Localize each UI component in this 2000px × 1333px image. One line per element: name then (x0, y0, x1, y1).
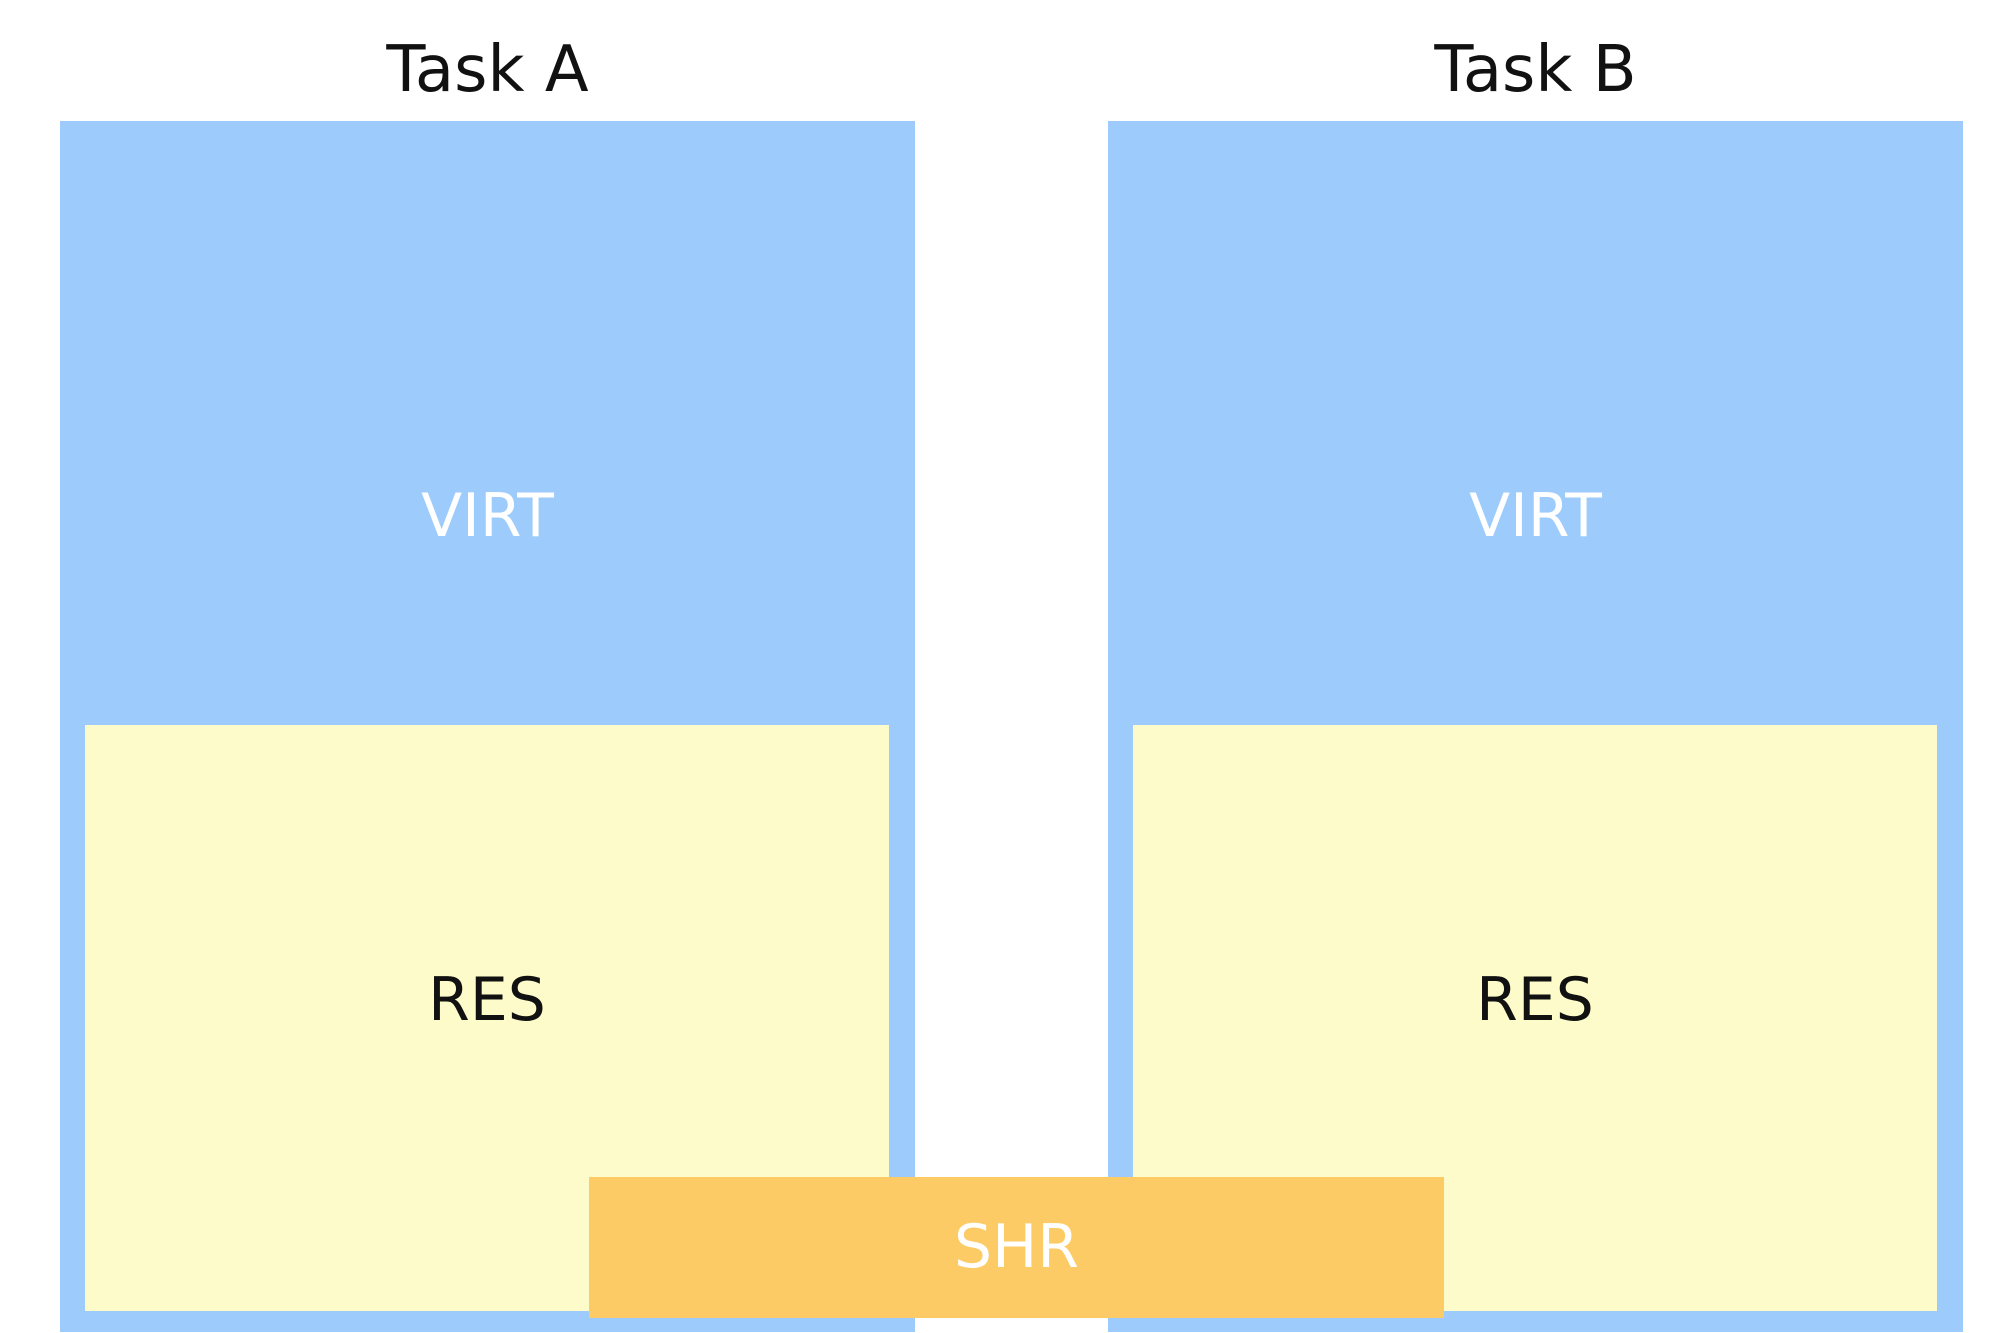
task-a-title: Task A (386, 33, 589, 107)
task-b-res-label: RES (1476, 965, 1594, 1035)
task-b-title: Task B (1434, 33, 1637, 107)
task-a-virt-label: VIRT (421, 481, 554, 551)
shared-memory-region: SHR (589, 1177, 1444, 1318)
task-a-res-region: RES (85, 725, 889, 1311)
task-b-virt-label: VIRT (1469, 481, 1602, 551)
task-b-virt-region: VIRT RES (1108, 121, 1963, 1332)
task-a-res-label: RES (428, 965, 546, 1035)
shared-memory-label: SHR (954, 1212, 1079, 1282)
task-a-virt-region: VIRT RES (60, 121, 915, 1332)
